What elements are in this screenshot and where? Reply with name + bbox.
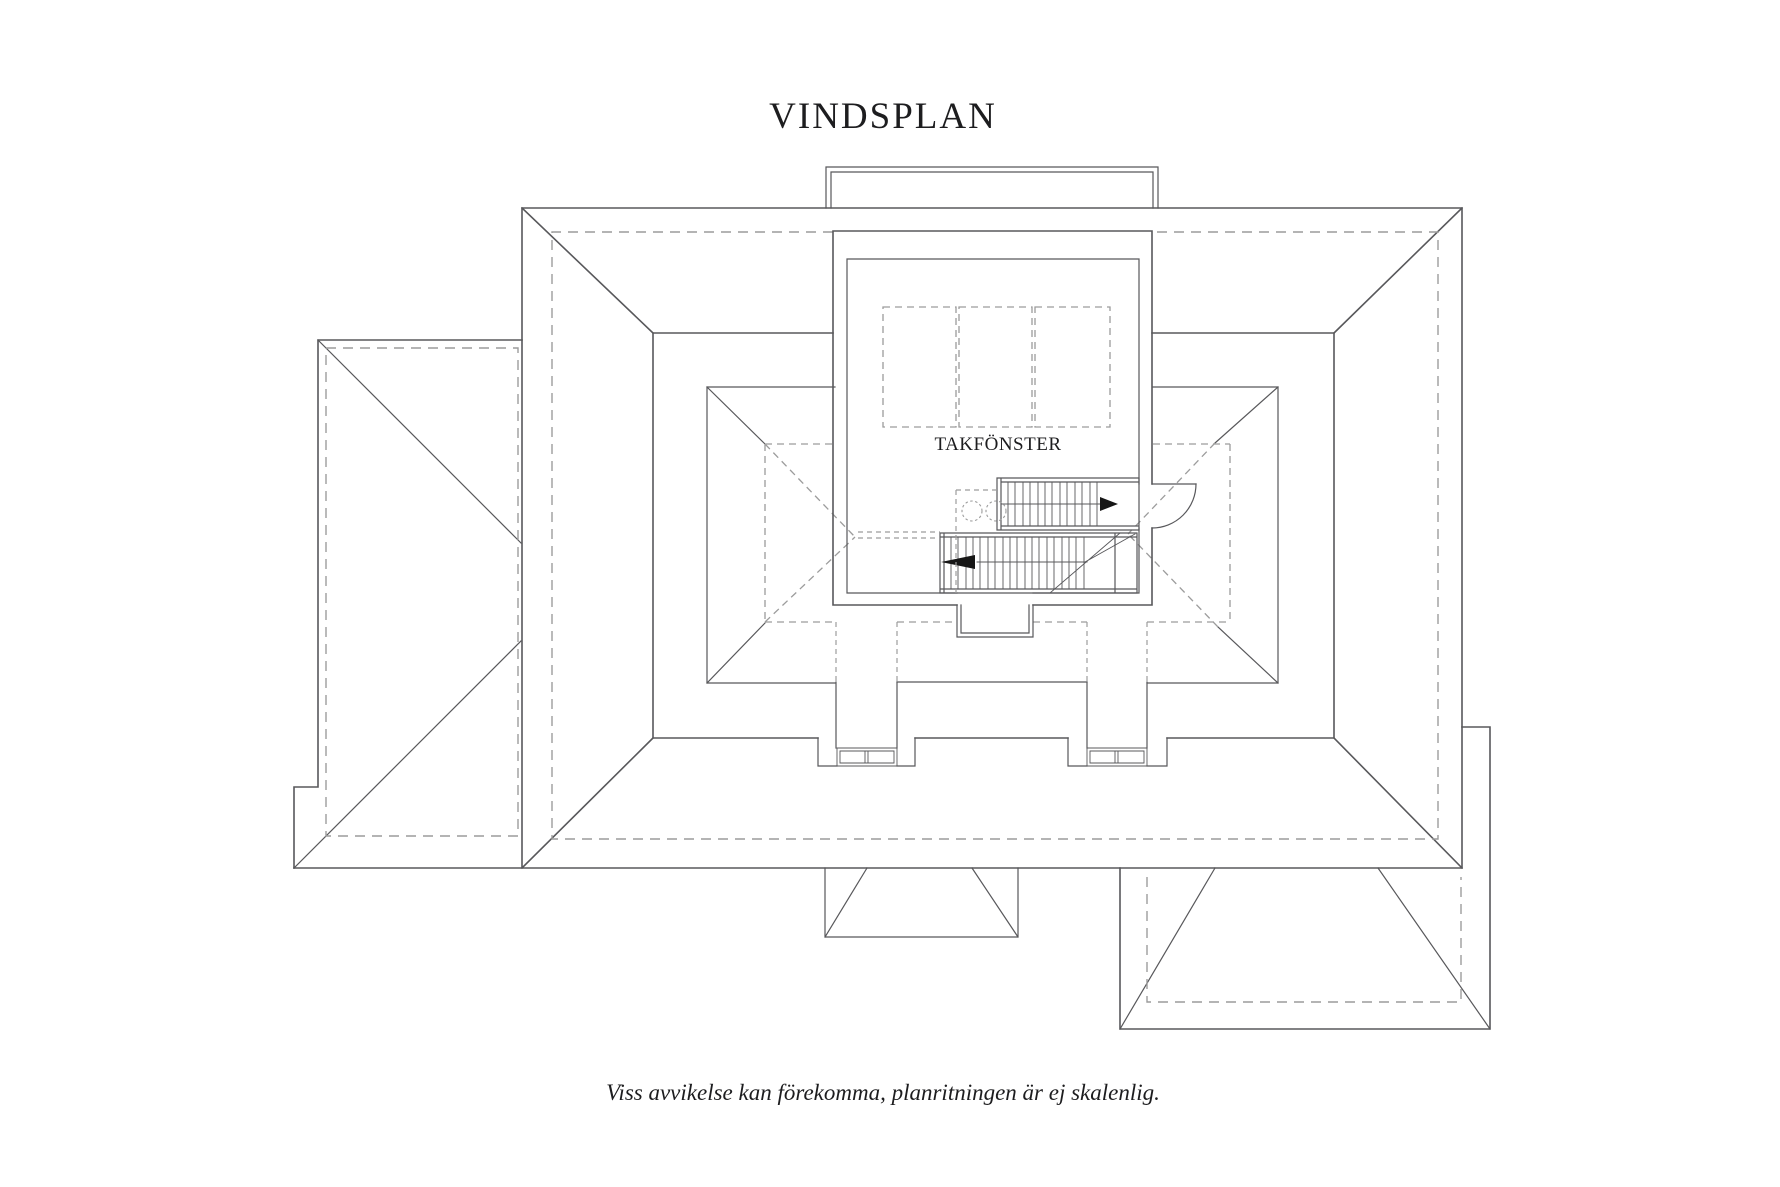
- eave-window-wells: [817, 737, 1168, 767]
- skylight-window-3: [1034, 306, 1111, 428]
- bottom-dormer-outline: [824, 867, 1019, 938]
- pipe-circle-1: [961, 500, 983, 522]
- left-wing-wall-dashed: [325, 347, 519, 837]
- bottom-right-wing-hip-diagonals: [1119, 867, 1491, 1030]
- bottom-right-wing-roof: [1119, 726, 1491, 1030]
- stair-up-arrow-icon: [1100, 497, 1118, 511]
- left-wing-hip-diagonals: [293, 339, 522, 869]
- stairwell-opening: [858, 489, 1007, 593]
- roof-overhang-dashed: [551, 231, 1439, 840]
- disclaimer-text: Viss avvikelse kan förekomma, planritnin…: [606, 1080, 1160, 1105]
- dormer-bottom-notch: [956, 604, 1034, 638]
- central-dormer: TAKFÖNSTER: [832, 230, 1153, 638]
- main-hip-diagonals: [520, 206, 1464, 870]
- chimney: [825, 166, 1159, 209]
- skylight-window-1: [882, 306, 957, 428]
- ridge-dashed-rect: [764, 443, 1231, 623]
- bottom-right-wing-outline: [1119, 726, 1491, 1030]
- knee-wall-squares: [706, 386, 1279, 684]
- right-leg-dashed: [1086, 622, 1148, 682]
- hip-dashed-diagonals: [764, 442, 1219, 628]
- eave-dormer-left: [835, 622, 898, 767]
- main-wall-dashed-outline: [551, 231, 1439, 840]
- stair-down-arrow-icon: [941, 555, 975, 569]
- bottom-right-wing-wall-dashed: [1146, 877, 1462, 1003]
- dormer-inner-wall: [846, 258, 1140, 594]
- attic-inner-walls: [652, 332, 1335, 767]
- stairwell-dashed-lines: [858, 489, 997, 593]
- left-leg-window: [836, 747, 898, 767]
- right-leg-window: [1086, 747, 1148, 767]
- main-roof-outline: [293, 206, 1464, 870]
- eave-dormer-right: [1086, 622, 1148, 767]
- corner-hip-solid-diagonals: [706, 386, 1279, 684]
- interior-roof-lines: [706, 386, 1279, 684]
- skylight-window-2: [958, 306, 1033, 428]
- staircase-lower-flight: [939, 532, 1138, 594]
- stair-break-lines: [1049, 532, 1136, 594]
- bottom-center-dormer: [824, 867, 1019, 938]
- inner-wall-rect: [652, 332, 1335, 739]
- left-wing-roof: [293, 339, 523, 869]
- left-leg-dashed: [835, 622, 898, 682]
- door-swing: [1151, 483, 1197, 529]
- staircase-upper-flight: [996, 477, 1140, 531]
- pipe-circle-2: [985, 500, 1007, 522]
- lower-stair-outline: [939, 532, 1138, 594]
- page-title: VINDSPLAN: [769, 96, 997, 137]
- door-swing-arc: [1151, 483, 1197, 529]
- left-wing-outline: [293, 339, 523, 869]
- chimney-outline: [825, 166, 1159, 209]
- skylight-windows: [882, 306, 1111, 428]
- left-leg-walls: [835, 681, 898, 749]
- skylight-label: TAKFÖNSTER: [935, 434, 1062, 455]
- right-leg-walls: [1086, 681, 1148, 749]
- dormer-outer-wall: [832, 230, 1153, 606]
